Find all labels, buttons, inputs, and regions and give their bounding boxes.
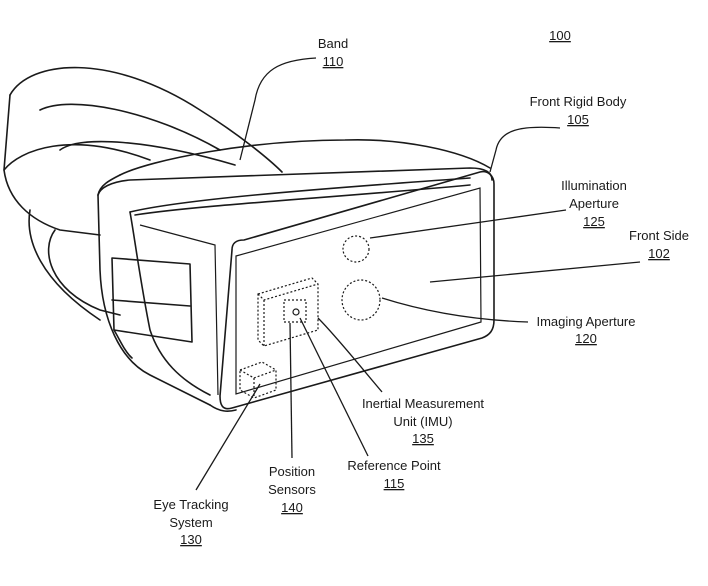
headband-strap [4,68,490,358]
svg-text:System: System [169,515,212,530]
svg-text:Front Rigid Body: Front Rigid Body [530,94,627,109]
svg-text:115: 115 [384,476,405,491]
svg-text:Imaging Aperture: Imaging Aperture [536,314,635,329]
imaging-aperture-label: Imaging Aperture 120 [536,314,635,346]
svg-text:125: 125 [583,214,605,229]
figure-number-label: 100 [549,28,571,43]
eye-tracking-cube [240,362,276,398]
svg-text:120: 120 [575,331,597,346]
leader-illumination-aperture [370,210,566,238]
reference-point-dot [293,309,299,315]
band-label: Band 110 [318,36,348,69]
leader-front-rigid-body [490,127,560,172]
imu-label: Inertial Measurement Unit (IMU) 135 [362,396,484,446]
svg-text:105: 105 [567,112,589,127]
illumination-aperture-circle [343,236,369,262]
svg-text:Inertial Measurement: Inertial Measurement [362,396,484,411]
leader-reference-point [300,318,368,456]
leader-eye-tracking [196,384,260,490]
svg-text:Reference Point: Reference Point [347,458,441,473]
svg-text:110: 110 [323,54,344,69]
svg-text:102: 102 [648,246,670,261]
svg-text:Aperture: Aperture [569,196,619,211]
leader-front-side [430,262,640,282]
front-rigid-body-label: Front Rigid Body 105 [530,94,627,127]
svg-text:130: 130 [180,532,202,547]
svg-text:135: 135 [412,431,434,446]
leader-band [240,58,316,160]
svg-text:Unit (IMU): Unit (IMU) [393,414,452,429]
leader-imaging-aperture [382,298,528,322]
illumination-aperture-label: Illumination Aperture 125 [561,178,627,229]
svg-text:Band: Band [318,36,348,51]
front-rigid-body [98,168,494,411]
svg-text:100: 100 [549,28,571,43]
svg-text:Sensors: Sensors [268,482,316,497]
front-side-label: Front Side 102 [629,228,689,261]
imaging-aperture-circle [342,280,380,320]
reference-point-label: Reference Point 115 [347,458,441,491]
svg-text:140: 140 [281,500,303,515]
eye-tracking-label: Eye Tracking System 130 [153,497,228,547]
svg-text:Position: Position [269,464,315,479]
svg-text:Front Side: Front Side [629,228,689,243]
position-sensors-label: Position Sensors 140 [268,464,316,515]
svg-text:Eye Tracking: Eye Tracking [153,497,228,512]
svg-text:Illumination: Illumination [561,178,627,193]
